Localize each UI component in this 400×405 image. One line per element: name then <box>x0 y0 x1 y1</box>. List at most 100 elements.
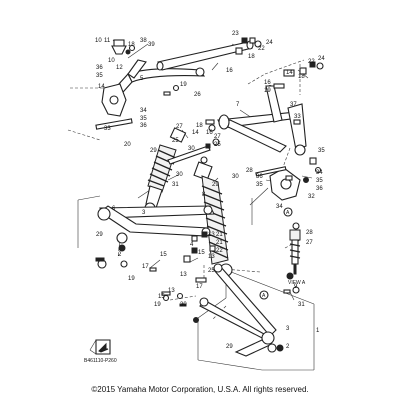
callout-31-a: 31 <box>172 182 179 188</box>
callout-29-d: 29 <box>226 344 233 350</box>
front-direction-marker <box>89 339 111 355</box>
callout-numbers: 10 11 38 39 18 10 12 36 35 14 5 35 34 36… <box>95 31 325 350</box>
callout-21-a: 21 <box>216 232 223 238</box>
callout-30-b: 30 <box>232 174 239 180</box>
callout-3: 3 <box>142 210 146 216</box>
callout-26-a: 26 <box>194 92 201 98</box>
callout-6: 6 <box>112 206 116 212</box>
callout-27-c: 27 <box>306 240 313 246</box>
callout-11: 11 <box>104 38 111 44</box>
callout-15-a: 15 <box>198 250 205 256</box>
callout-36-a: 36 <box>96 65 103 71</box>
lower-left-hardware <box>95 231 216 323</box>
callout-7: 7 <box>236 102 240 108</box>
callout-23: 23 <box>232 31 239 37</box>
view-marker-upper: A <box>286 210 290 216</box>
callout-20: 20 <box>124 142 131 148</box>
callout-15-c: 15 <box>158 294 165 300</box>
callout-34-a: 34 <box>140 108 147 114</box>
right-lower-a-arm <box>199 263 284 357</box>
upper-shaft-tube <box>156 40 254 71</box>
callout-25-b: 25 <box>214 142 221 148</box>
callout-19-a: 19 <box>180 82 187 88</box>
callout-13-a: 13 <box>208 232 215 238</box>
callout-8: 8 <box>202 192 206 198</box>
callout-34-b: 34 <box>316 170 323 176</box>
callout-14-b: 14 <box>286 70 293 76</box>
callout-30-a: 30 <box>188 146 195 152</box>
callout-30-d: 30 <box>180 302 187 308</box>
upper-ball-joint-left <box>111 39 136 55</box>
callout-34-c: 34 <box>276 204 283 210</box>
copyright-text: ©2015 Yamaha Motor Corporation, U.S.A. A… <box>91 385 308 394</box>
callout-14-a: 14 <box>98 84 105 90</box>
callout-2-a: 2 <box>118 252 122 258</box>
callout-21-b: 21 <box>216 240 223 246</box>
callout-18-a: 18 <box>128 42 135 48</box>
view-a-detail <box>289 222 301 275</box>
callout-22-a: 22 <box>258 46 265 52</box>
callout-24-a: 24 <box>266 40 273 46</box>
callout-16-a: 16 <box>226 68 233 74</box>
callout-22-c: 22 <box>216 248 223 254</box>
callout-13-b: 13 <box>208 254 215 260</box>
callout-36-c: 36 <box>316 186 323 192</box>
callout-35-a: 35 <box>96 73 103 79</box>
callout-25-c: 25 <box>208 268 215 274</box>
figure-code: B461110-P260 <box>84 358 117 364</box>
middle-shaft-tube <box>167 143 211 165</box>
callout-16-b: 16 <box>264 80 271 86</box>
callout-38: 38 <box>140 38 147 44</box>
view-a-label: VIEW A <box>288 280 306 286</box>
callout-10: 10 <box>95 38 102 44</box>
callout-19-c: 19 <box>128 276 135 282</box>
callout-19-d: 19 <box>154 302 161 308</box>
callout-35-e: 35 <box>256 182 263 188</box>
callout-29-c: 29 <box>96 232 103 238</box>
right-side-hardware <box>200 119 322 294</box>
center-shock-absorber <box>193 161 233 277</box>
callout-2-b: 2 <box>286 344 290 350</box>
callout-9: 9 <box>294 284 298 290</box>
left-steering-knuckle <box>95 83 133 130</box>
callout-17-b: 17 <box>196 284 203 290</box>
callout-15-b: 15 <box>160 252 167 258</box>
callout-22-b: 22 <box>308 59 315 65</box>
callout-24-b: 24 <box>318 56 325 62</box>
callout-19-b: 19 <box>264 88 271 94</box>
left-shock-absorber <box>144 127 187 214</box>
callout-39: 39 <box>148 42 155 48</box>
callout-17-a: 17 <box>142 264 149 270</box>
callout-30-c: 30 <box>176 172 183 178</box>
callout-10-b: 10 <box>108 58 115 64</box>
callout-36-b: 36 <box>140 123 147 129</box>
view-markers: A A <box>259 207 293 300</box>
callout-31-b: 31 <box>298 302 305 308</box>
left-lower-a-arm <box>97 205 215 252</box>
callout-13-c: 13 <box>180 272 187 278</box>
callout-13-d: 13 <box>168 288 175 294</box>
callout-3-b: 3 <box>286 326 290 332</box>
callout-35-b: 35 <box>140 116 147 122</box>
callout-25-a: 25 <box>172 138 179 144</box>
callout-1: 1 <box>316 328 320 334</box>
callout-36-d: 36 <box>256 174 263 180</box>
callout-33: 33 <box>104 126 111 132</box>
upper-right-a-arm <box>217 83 307 156</box>
callout-27-b: 27 <box>214 134 221 140</box>
callout-29-b: 29 <box>212 182 219 188</box>
callout-18-d: 18 <box>196 123 203 129</box>
callout-27-a: 27 <box>176 124 183 130</box>
callout-35-c: 35 <box>318 148 325 154</box>
callout-4: 4 <box>190 242 194 248</box>
callout-35-d: 35 <box>316 178 323 184</box>
callout-18-b: 18 <box>248 54 255 60</box>
callout-12: 12 <box>116 65 123 71</box>
callout-33-b: 33 <box>294 114 301 120</box>
callout-16-c: 16 <box>206 130 213 136</box>
callout-28-b: 28 <box>306 230 313 236</box>
callout-14-c: 14 <box>192 130 199 136</box>
callout-5: 5 <box>140 76 144 82</box>
